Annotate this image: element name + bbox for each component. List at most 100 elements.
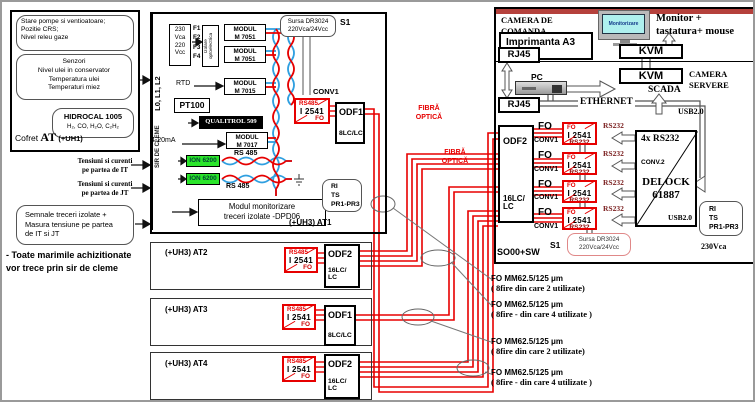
odf-name: ODF2 (503, 136, 528, 146)
converter-fo-label: FO (301, 372, 310, 380)
cable-marker-ellipse (370, 195, 490, 377)
s1-at1-label: S1 (340, 17, 351, 27)
at4-label: (+UH3) AT4 (165, 359, 208, 368)
fo-usage: ( 8fire din care 2 utilizate) (491, 283, 585, 293)
at4-cabinet (150, 352, 372, 400)
fo-type: FO MM62.5/125 μm (491, 274, 564, 283)
at2-label: (+UH3) AT2 (165, 248, 208, 257)
fo-port-label-2: FO (538, 150, 552, 161)
tensiuni-jt-label: Tensiuni si curenti pe partea de JT (77, 180, 133, 198)
delock-name-label: DELOCK 61887 (642, 176, 690, 201)
usb20-top-label: USB2.0 (678, 107, 704, 116)
delock-usb-label: USB2.0 (668, 213, 692, 222)
fibra-optica-label-2: FIBRĂ OPTICĂ (441, 149, 469, 165)
cofret-label: Cofret AT (+UH1) (15, 130, 135, 145)
at2-cabinet (150, 242, 372, 290)
odf-sub: 16LC/ LC (503, 194, 525, 211)
monitor-stand (620, 40, 630, 43)
modul-m7015-box: MODUL M 7015 (224, 78, 266, 95)
modul-m7051-box-1: MODUL M 7051 (224, 24, 266, 41)
fo-annotation-1: FO MM62.5/125 μm ( 8fire din care 2 util… (491, 274, 671, 293)
leader-line (392, 207, 492, 375)
conv1-label-4: CONV1 (534, 223, 559, 230)
sir-de-cleme-label: SIR DE CLEME (155, 125, 161, 168)
hidrocal-title: HIDROCAL 1005 (63, 112, 123, 121)
at3-label: (+UH3) AT3 (165, 305, 208, 314)
l0l1l2-label: L0, L1, L2 (153, 76, 162, 111)
ri-ts-pr-box-right: RI TS PR1-PR3 (699, 201, 743, 236)
rs232-label-1: RS232 (603, 121, 624, 130)
odf1-at3-box: ODF1 8LC/LC (324, 305, 356, 346)
hidrocal-formula: H₂, CO, H₂O, C₂H₂ (67, 123, 119, 130)
converter-fo-label: FO (567, 154, 576, 161)
i2541-converter-r2: FO I 2541 RS232 (562, 152, 597, 175)
odf-sub: 16LC/ LC (328, 267, 347, 282)
converter-model-label: I 2541 (567, 160, 592, 170)
kvm-box-1: KVM (619, 44, 683, 59)
converter-rs485-label: RS485 (299, 100, 318, 107)
converter-model-label: I 2541 (567, 130, 592, 140)
rs485-label-a: RS 485 (234, 150, 258, 157)
fo-type: FO MM62.5/125 μm (491, 337, 564, 346)
converter-rs485-label: RS485 (287, 306, 306, 313)
kvm-box-2: KVM (619, 68, 683, 84)
i2541-converter-r4: FO I 2541 RS232 (562, 207, 597, 230)
converter-fo-label: FO (303, 263, 312, 271)
converter-fo-label: FO (567, 209, 576, 216)
sensors-note: Senzori Nivel ulei in conservator Temper… (16, 54, 132, 100)
ri-ts-pr-box-at1: RI TS PR1-PR3 (322, 179, 362, 212)
rs232-label-3: RS232 (603, 178, 624, 187)
fo-port-label-3: FO (538, 179, 552, 190)
delock-box: 4x RS232 CONV.2 DELOCK 61887 USB2.0 (635, 130, 698, 227)
camera-de-comanda-label: CAMERA DE COMANDA (501, 15, 553, 36)
monitor-tastatura-label: Monitor + tastatura+ mouse (656, 13, 735, 38)
fuse-labels: F1 F2 F3 F4 (193, 25, 201, 61)
sursa-dr3024-at1-box: Sursa DR3024 220Vca/24Vcc (280, 15, 336, 37)
power-230-220-box: 230 Vca 220 Vcc (169, 24, 191, 66)
pump-status-note: Stare pompe si ventioatoare; Pozitie CRS… (16, 15, 134, 51)
odf2-at4-box: ODF2 16LC/ LC (324, 354, 360, 399)
qualitrol-509-box: QUALITROL 509 (199, 116, 263, 129)
ion-6200-meter-2: ION 6200 (186, 173, 220, 185)
converter-fo-label: FO (567, 124, 576, 131)
toate-marimile-note: - Toate marimile achizitionate vor trece… (6, 250, 132, 273)
izolare-optoelectrica-box: Izolare optoelectrica (202, 25, 219, 67)
delock-conv2-label: CONV.2 (641, 159, 665, 166)
sir-de-cleme-strip: SIR DE CLEME L0, L1, L2 (152, 14, 167, 230)
odf1-at1-box: ODF1 8LC/LC (335, 102, 365, 144)
pc-unit-slot (522, 87, 536, 90)
hidrocal-box: HIDROCAL 1005 H₂, CO, H₂O, C₂H₂ (52, 108, 134, 138)
converter-rs232-label: RS232 (569, 223, 590, 230)
fo-usage: ( 8fire - din care 4 utilizate ) (491, 309, 592, 319)
rs232-label-2: RS232 (603, 149, 624, 158)
230vca-label: 230Vca (701, 242, 727, 251)
monitor: Monitorizare (598, 10, 650, 40)
pc-label: PC (531, 72, 543, 82)
conv1-at1-label: CONV1 (313, 87, 339, 96)
dpd06-monitor-box: Modul monitorizare treceri izolate -DPD0… (198, 199, 326, 226)
fo-type: FO MM62.5/125 μm (491, 300, 564, 309)
fo-annotation-4: FO MM62.5/125 μm ( 8fire - din care 4 ut… (491, 368, 681, 387)
converter-rs232-label: RS232 (569, 168, 590, 175)
converter-fo-label: FO (315, 114, 324, 122)
scada-label: SCADA (648, 85, 681, 95)
rs485-label-b: RS 485 (226, 183, 250, 190)
so00-sw-label: SO00+SW (497, 247, 540, 257)
tensiuni-it-label: Tensiuni si curenti pe partea de IT (77, 157, 133, 175)
modul-m7017-box: MODUL M 7017 (226, 132, 268, 149)
at1-cabinet (150, 12, 387, 234)
modul-m7051-box-2: MODUL M 7051 (224, 46, 266, 63)
fo-port-label-1: FO (538, 121, 552, 132)
pc-unit-panel (552, 85, 562, 93)
cofret-label-at: AT (40, 130, 57, 144)
at3-cabinet (150, 298, 372, 346)
pc-unit (515, 81, 567, 95)
cofret-label-text: Cofret (15, 133, 39, 143)
semnale-note: Semnale treceri izolate + Masura tensiun… (16, 205, 134, 245)
rs232-label-4: RS232 (603, 204, 624, 213)
cofret-label-uh1: (+UH1) (58, 134, 83, 143)
converter-rs485-label: RS485 (289, 249, 308, 256)
converter-model-label: I 2541 (286, 312, 312, 322)
converter-model-label: I 2541 (567, 188, 592, 198)
